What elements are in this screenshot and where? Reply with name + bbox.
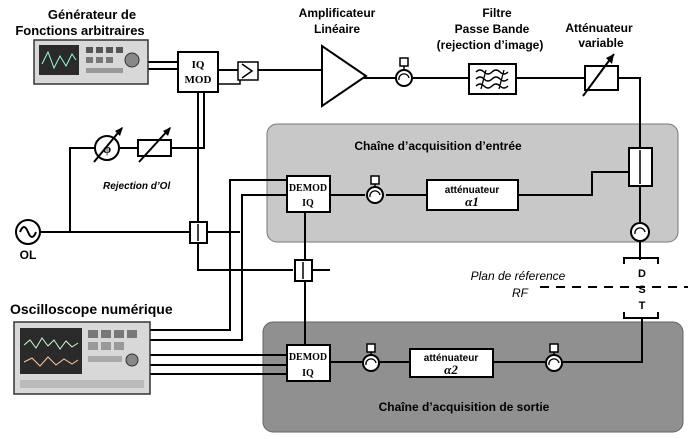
lo-coupler-1 [190,222,207,243]
reference-plane-label-line1: Plan de réference [471,269,566,283]
isolator-icon [396,58,412,86]
amplifier-label-line2: Linéaire [314,22,360,36]
variable-attenuator-icon [583,54,618,96]
dut-input-isolator-icon [631,223,649,241]
oscilloscope-device [14,322,150,394]
dut-letter-s: S [638,284,645,296]
generator-title-line2: Fonctions arbitraires [15,23,144,38]
output-demod-label-line1: DEMOD [289,352,327,363]
dut-letter-d: D [638,268,646,280]
ol-source-icon [16,220,40,244]
ol-label: OL [20,248,37,262]
attenuator-label-line2: variable [578,36,624,50]
filter-label-line1: Filtre [482,6,512,20]
filter-label-line2: Passe Bande [455,22,530,36]
iq-mod-label-line1: IQ [192,59,205,71]
generator-title-line1: Générateur de [48,7,136,22]
filter-label-line3: (rejection d’image) [437,38,544,52]
amplifier-icon [322,46,366,106]
input-chain-title: Chaîne d’acquisition d’entrée [354,139,522,153]
oscilloscope-title: Oscilloscope numérique [10,301,173,317]
amplifier-label-line1: Amplificateur [299,6,376,20]
dut-letter-t: T [639,300,646,312]
input-demod-label-line1: DEMOD [289,183,327,194]
iq-mod-block [178,52,218,92]
iq-mod-label-line2: MOD [185,74,212,86]
bandpass-filter-icon [469,64,516,94]
input-demod-label-line2: IQ [302,198,314,209]
combiner [238,62,258,80]
phase-symbol: φ [103,141,111,156]
reference-plane-label-line2: RF [512,286,529,300]
directional-coupler [629,148,652,186]
output-demod-label-line2: IQ [302,368,314,379]
rejection-attenuator-icon [138,127,171,162]
ol-rejection-label: Rejection d’Ol [103,181,170,192]
output-chain-title: Chaîne d’acquisition de sortie [379,400,550,414]
function-generator [34,40,148,84]
input-attenuator-symbol: α1 [465,194,479,209]
output-attenuator-symbol: α2 [444,362,458,377]
lo-coupler-2 [295,260,312,281]
attenuator-label-line1: Atténuateur [565,21,633,35]
